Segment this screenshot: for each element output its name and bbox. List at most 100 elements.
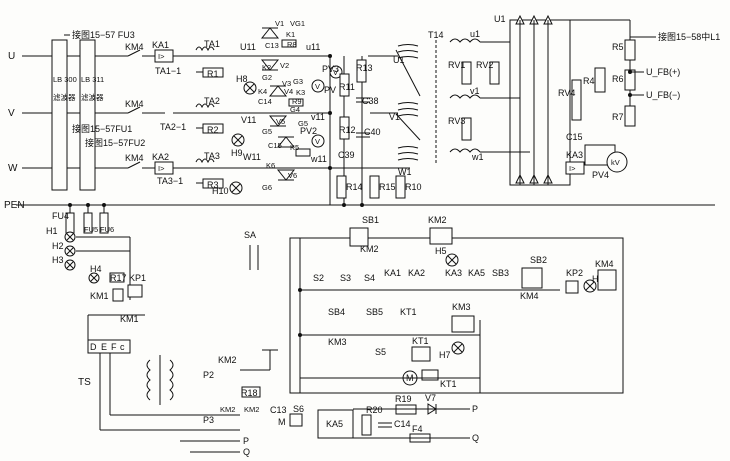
svg-text:V2: V2 [280, 61, 289, 70]
ka2b-label: KA2 [408, 268, 425, 278]
r20-resistor [361, 414, 372, 436]
r5-label: R5 [612, 42, 624, 52]
lamp-h7 [451, 341, 465, 355]
voltmeter-pv [311, 79, 325, 93]
kt1-label: KT1 [400, 307, 417, 317]
filter-lb300 [51, 39, 68, 191]
filter-lb311 [79, 39, 96, 191]
svg-text:VG1: VG1 [290, 19, 305, 28]
ta2-label: TA2 [204, 96, 220, 106]
ka1-label: KA1 [152, 40, 169, 50]
filter1-model: LB 300 [53, 75, 77, 84]
km3-coil [451, 315, 475, 333]
r2-label: R2 [207, 125, 219, 135]
r14-label: R14 [346, 182, 363, 192]
ka3-label: KA3 [566, 150, 583, 160]
s2-label: S2 [313, 273, 324, 283]
fu5-label: FU5 [84, 225, 98, 234]
filter1-name: 滤波器 [53, 92, 76, 102]
term-d: D [90, 342, 97, 352]
rv1-varistor [461, 61, 472, 85]
junctions [68, 54, 632, 337]
h2-label: H2 [52, 241, 64, 251]
pv-label: PV [324, 85, 336, 95]
ta11-label: TA1−1 [155, 66, 181, 76]
svg-text:I>: I> [569, 164, 576, 173]
sb2-button [521, 267, 543, 289]
voltmeter-pv3 [329, 65, 343, 79]
ta21-label: TA2−1 [160, 122, 186, 132]
u11-label: U11 [240, 42, 256, 52]
kv-label: kV [611, 158, 620, 167]
t14-label: T14 [428, 30, 444, 40]
r10-resistor [395, 175, 406, 199]
s6-switch [289, 413, 303, 427]
svg-text:V: V [333, 68, 338, 77]
term-e: E [101, 342, 107, 352]
fu6-label: FU6 [100, 225, 114, 234]
r10-label: R10 [405, 182, 422, 192]
rv1-label: RV1 [448, 60, 465, 70]
rv4-label: RV4 [558, 88, 575, 98]
control-frame [289, 237, 624, 394]
m-label: M [278, 417, 286, 427]
svg-text:I>: I> [158, 52, 165, 61]
sb5-label: SB5 [366, 307, 383, 317]
v1-label: V1 [389, 112, 400, 122]
svg-text:C13: C13 [265, 41, 279, 50]
s5-label: S5 [375, 347, 386, 357]
lamp-h4 [88, 272, 100, 284]
r1-label: R1 [207, 69, 219, 79]
svg-text:K6: K6 [266, 161, 275, 170]
r18-label: R18 [241, 388, 258, 398]
sb1-button [349, 227, 369, 247]
fu4-label: FU4 [52, 211, 69, 221]
svg-text:V3: V3 [282, 79, 291, 88]
lamp-h8 [243, 81, 257, 95]
ref-fu2: 接图15−57FU2 [85, 137, 145, 148]
kv-meter [606, 151, 628, 173]
term-f: F [111, 342, 117, 352]
r20-label: R20 [366, 405, 383, 415]
f4-label: F4 [412, 424, 423, 434]
lamp-h3 [64, 259, 76, 271]
rv2-varistor [489, 61, 500, 85]
lamp-h6 [583, 279, 597, 293]
kt1-coil [411, 346, 431, 362]
kt1c-label: KT1 [440, 379, 457, 389]
svg-text:R9: R9 [292, 97, 302, 106]
transformer-primary [368, 44, 421, 161]
km4-label-1: KM4 [125, 42, 144, 52]
svg-text:K4: K4 [258, 87, 267, 96]
lamp-h2 [64, 245, 76, 257]
label-w: W [8, 163, 18, 174]
pv3-label: PV3 [322, 64, 339, 74]
ts-transformer [146, 355, 174, 405]
h3-label: H3 [52, 255, 64, 265]
r15-resistor [369, 175, 380, 199]
ts-label: TS [78, 377, 91, 388]
svg-text:V6: V6 [288, 171, 297, 180]
thyristor-pair-v [268, 85, 304, 127]
r17-resistor [109, 272, 125, 283]
km2e-label: KM2 [220, 405, 235, 414]
filter2-name: 滤波器 [81, 92, 104, 102]
ufbm-label: U_FB(−) [646, 90, 680, 100]
ka1b-label: KA1 [384, 268, 401, 278]
uu11-label: u11 [306, 42, 320, 52]
s6-label: S6 [293, 404, 304, 414]
sa-label: SA [244, 230, 256, 240]
pv4-label: PV4 [592, 170, 609, 180]
km4-coil [597, 269, 617, 291]
km4-contacts [127, 49, 165, 169]
label-pen: PEN [4, 200, 25, 211]
c14b-label: C14 [394, 419, 411, 429]
svg-text:G5: G5 [262, 127, 272, 136]
km2f-label: KM2 [244, 405, 259, 414]
r17-label: R17 [110, 273, 127, 283]
p1-label: P [243, 436, 249, 446]
p-label: P [472, 404, 478, 414]
h7-label: H7 [439, 350, 451, 360]
p3-label: P3 [203, 415, 214, 425]
